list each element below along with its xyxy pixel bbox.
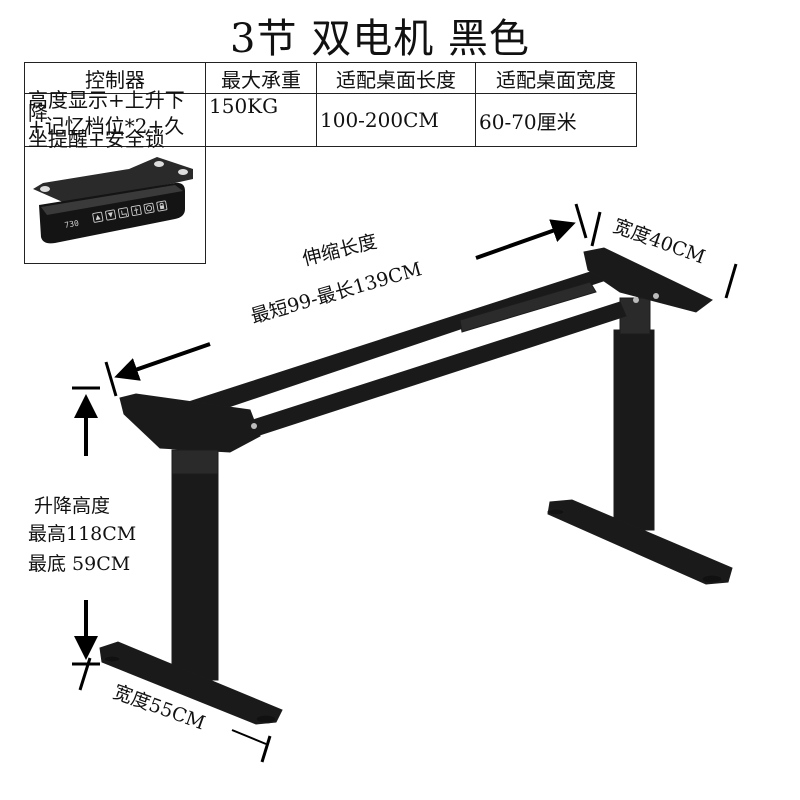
desk-width-value: 60-70厘米 <box>475 93 637 147</box>
bracket-hole <box>154 161 164 167</box>
lift-height-title: 升降高度 <box>34 495 111 517</box>
down-arrow-icon <box>107 212 113 218</box>
lock-icon <box>159 205 165 210</box>
right-foot-pad <box>547 508 565 516</box>
header-desk-length: 适配桌面长度 <box>316 62 476 94</box>
top-width-tick-right <box>724 263 738 299</box>
right-foot <box>547 499 733 585</box>
header-desk-width: 适配桌面宽度 <box>475 62 637 94</box>
bolt <box>653 293 659 299</box>
length-arrow-right <box>475 219 576 260</box>
length-tick-left <box>104 361 118 397</box>
right-leg-lower <box>613 329 655 531</box>
controller-feature-line: 高度显示+上升下降 <box>28 88 185 125</box>
controller-feature-line: +记忆档位*2+久坐提醒+安全锁 <box>28 114 185 151</box>
lock-icon <box>156 200 168 212</box>
controller-image-cell: 730 <box>24 146 206 264</box>
spec-table: 控制器 最大承重 适配桌面长度 适配桌面宽度 高度显示+上升下降 +记忆档位*2… <box>24 62 637 264</box>
controller-bracket <box>33 157 193 203</box>
foot-width-tick-left <box>78 657 92 691</box>
left-top-bracket <box>119 393 261 453</box>
left-leg-lower <box>171 473 219 681</box>
controller-image-row: 730 <box>24 146 637 264</box>
left-foot <box>99 641 283 725</box>
max-load-value: 150KG <box>205 93 317 147</box>
heart-clock-icon <box>143 202 155 214</box>
bolt <box>633 297 639 303</box>
length-arrow-left <box>114 342 211 381</box>
sit-person-icon <box>117 207 129 219</box>
controller-top-edge <box>41 185 183 215</box>
top-width-tick-left <box>590 211 602 247</box>
lock-icon <box>159 202 164 206</box>
down-arrow-icon <box>105 209 117 221</box>
sit-person-icon <box>121 210 127 216</box>
stand-person-icon <box>134 207 139 215</box>
right-top-bracket <box>583 247 713 313</box>
foot-width-line <box>231 729 267 745</box>
left-foot-pad <box>255 714 277 724</box>
header-controller: 控制器 <box>24 62 206 94</box>
bolt <box>251 423 257 429</box>
page-title: 3节 双电机 黑色 <box>230 16 530 62</box>
right-foot-pad <box>701 574 723 584</box>
controller-features: 高度显示+上升下降 +记忆档位*2+久坐提醒+安全锁 <box>24 88 206 151</box>
length-tick-right <box>574 203 588 239</box>
left-foot-pad <box>103 655 121 663</box>
up-arrow-icon <box>92 211 104 223</box>
foot-width-tick-right <box>260 735 272 763</box>
up-arrow-icon <box>95 214 101 221</box>
spec-value-row: 高度显示+上升下降 +记忆档位*2+久坐提醒+安全锁 150KG 100-200… <box>24 88 637 151</box>
heart-clock-icon <box>145 205 153 212</box>
controller-image: 730 <box>33 157 193 244</box>
crossbeam-upper <box>168 271 608 421</box>
bracket-hole <box>40 186 50 192</box>
stand-person-icon <box>130 205 142 217</box>
desk-length-value: 100-200CM <box>316 93 476 147</box>
crossbeam-inner <box>459 281 597 333</box>
controller-display: 730 <box>64 219 80 230</box>
lift-height-max: 最高118CM <box>28 523 137 545</box>
bracket-hole <box>178 169 188 175</box>
lift-height-min: 最底 59CM <box>28 553 131 575</box>
